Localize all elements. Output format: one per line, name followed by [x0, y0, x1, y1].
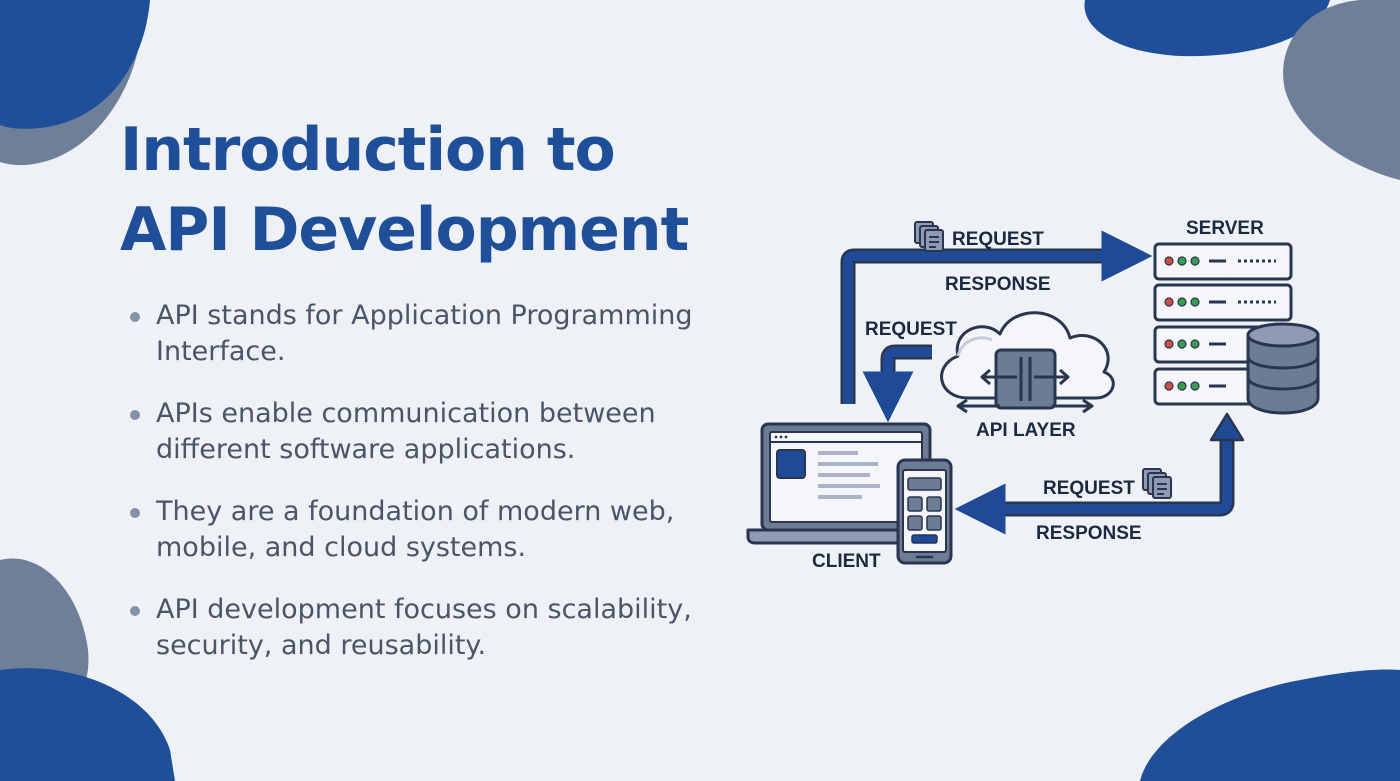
- bullet-item: API stands for Application Programming I…: [128, 298, 728, 370]
- bullet-dot-icon: [130, 312, 140, 322]
- bullet-text: API stands for Application Programming I…: [156, 300, 693, 367]
- slide-title-line-1: Introduction to: [120, 115, 616, 185]
- api-layer-label: API LAYER: [976, 420, 1076, 441]
- client-label: CLIENT: [812, 551, 881, 572]
- bullet-item: APIs enable communication between differ…: [128, 396, 728, 468]
- server-label: SERVER: [1186, 218, 1264, 239]
- database-icon: [1246, 322, 1320, 415]
- server-unit-3-leds: [1164, 339, 1226, 349]
- corner-blob-bottom-left-blue: [0, 668, 175, 781]
- corner-blob-bottom-right-blue: [1140, 669, 1400, 781]
- smartphone-icon: [896, 458, 953, 565]
- arrow-api-to-client-fill: [883, 347, 932, 402]
- corner-blob-top-right-slate: [1283, 0, 1400, 180]
- slide-title-line-2: API Development: [120, 195, 689, 265]
- arrow-top-loop-fill: [843, 251, 1132, 404]
- bullet-text: API development focuses on scalability, …: [156, 594, 692, 661]
- server-unit-2-leds: [1164, 297, 1276, 307]
- bullet-dot-icon: [130, 508, 140, 518]
- server-unit-4-leds: [1164, 381, 1226, 391]
- bullet-list: API stands for Application Programming I…: [128, 298, 728, 690]
- top-request-label: REQUEST: [952, 229, 1044, 250]
- laptop-icon: [746, 422, 946, 545]
- arrow-api-to-client: [862, 344, 932, 423]
- bullet-text: They are a foundation of modern web, mob…: [156, 496, 675, 563]
- bullet-item: API development focuses on scalability, …: [128, 592, 728, 664]
- arrow-bottom-loop-head-up: [1209, 412, 1245, 442]
- arrow-bottom-loop-fill: [975, 425, 1232, 514]
- api-gateway-icon: [980, 348, 1070, 410]
- bullet-dot-icon: [130, 410, 140, 420]
- bottom-response-label: RESPONSE: [1036, 523, 1142, 544]
- document-stack-icon: [914, 221, 944, 252]
- bullet-dot-icon: [130, 606, 140, 616]
- slide-title: Introduction to API Development: [120, 110, 689, 270]
- top-response-label: RESPONSE: [945, 274, 1051, 295]
- bottom-request-label: REQUEST: [1043, 478, 1135, 499]
- bullet-item: They are a foundation of modern web, mob…: [128, 494, 728, 566]
- server-unit-1-leds: [1164, 256, 1276, 266]
- document-stack-icon: [1142, 468, 1172, 499]
- mid-request-label: REQUEST: [865, 319, 957, 340]
- double-arrow-icon: [956, 398, 1094, 414]
- corner-blob-top-left-blue: [0, 0, 150, 129]
- server-rack-icon: [1153, 242, 1293, 406]
- corner-blob-top-right-blue: [1084, 0, 1330, 57]
- bullet-text: APIs enable communication between differ…: [156, 398, 656, 465]
